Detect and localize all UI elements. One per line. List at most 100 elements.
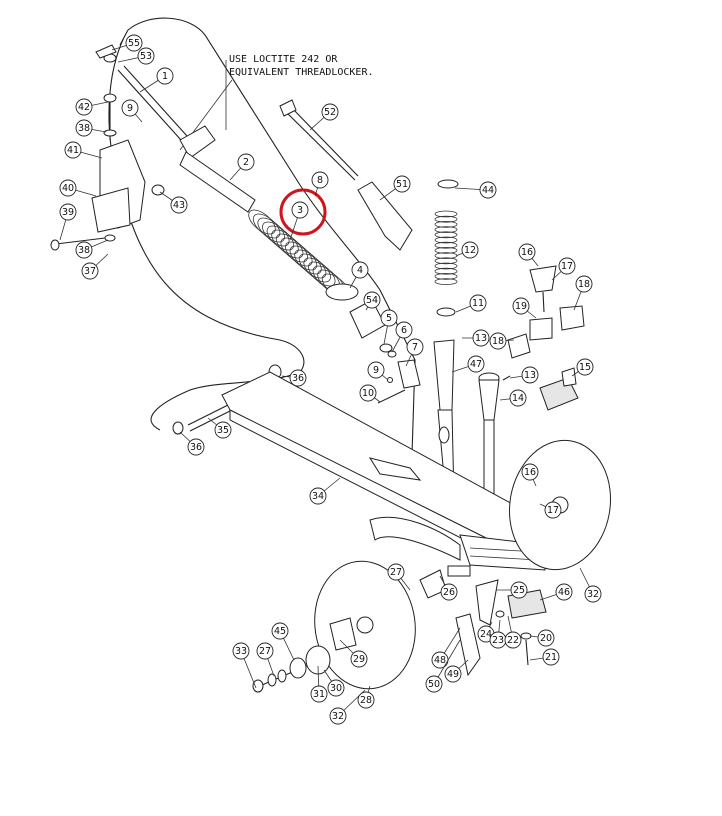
callout-44: 44	[454, 181, 497, 199]
callout-label: 13	[524, 370, 536, 381]
callout-28: 28	[357, 685, 375, 709]
callout-label: 5	[386, 313, 392, 324]
callout-label: 36	[190, 442, 202, 453]
callout-14: 14	[499, 389, 527, 407]
callout-balloon	[584, 585, 602, 603]
callout-balloon	[64, 141, 82, 159]
callout-53: 53	[117, 47, 155, 65]
callout-balloon	[479, 181, 497, 199]
callout-18b: 18	[489, 332, 515, 350]
callout-label: 17	[561, 261, 573, 272]
callout-10: 10	[359, 384, 381, 403]
callout-balloon	[521, 366, 539, 384]
callout-label: 43	[173, 200, 185, 211]
callout-leader	[433, 639, 461, 685]
callout-label: 49	[447, 669, 459, 680]
callout-balloon	[310, 685, 328, 703]
callout-3: 3	[289, 201, 309, 241]
callout-4: 4	[349, 261, 369, 289]
callout-label: 47	[470, 359, 482, 370]
callout-balloon	[214, 421, 232, 439]
callout-label: 9	[127, 103, 133, 114]
callout-label: 52	[324, 107, 336, 118]
callout-label: 16	[524, 467, 536, 478]
callout-37: 37	[81, 253, 109, 280]
callout-balloon	[311, 171, 329, 189]
callout-12: 12	[455, 241, 479, 259]
callout-16b: 16	[521, 463, 539, 487]
callout-48: 48	[431, 627, 461, 669]
callout-balloon	[387, 563, 405, 581]
callout-balloon	[289, 369, 307, 387]
callout-label: 17	[547, 505, 559, 516]
callout-balloon	[156, 67, 174, 85]
callout-label: 45	[274, 626, 286, 637]
callout-32b: 32	[329, 689, 366, 725]
callout-label: 50	[428, 679, 440, 690]
callout-label: 27	[259, 646, 271, 657]
callout-balloon	[518, 243, 536, 261]
callout-balloon	[256, 642, 274, 660]
callout-balloon	[444, 665, 462, 683]
callout-label: 53	[140, 51, 152, 62]
main-rod	[95, 44, 256, 213]
callout-label: 51	[396, 179, 408, 190]
callout-label: 6	[401, 325, 407, 336]
callout-balloon	[576, 358, 594, 376]
callout-label: 18	[578, 279, 590, 290]
callout-balloon	[271, 622, 289, 640]
callout-balloon	[367, 361, 385, 379]
callout-label: 38	[78, 245, 90, 256]
callout-label: 42	[78, 102, 90, 113]
callout-balloon	[363, 291, 381, 309]
callout-1: 1	[139, 67, 174, 93]
callout-balloon	[489, 332, 507, 350]
callout-30: 30	[323, 669, 345, 697]
callout-label: 20	[540, 633, 552, 644]
callout-45: 45	[271, 622, 295, 661]
callout-6: 6	[391, 321, 413, 353]
callout-balloon	[542, 648, 560, 666]
callout-17b: 17	[539, 501, 562, 519]
callout-25: 25	[496, 581, 528, 599]
callout-balloon	[406, 338, 424, 356]
hub-stack	[252, 645, 331, 693]
callout-50: 50	[425, 639, 461, 693]
callout-balloon	[350, 650, 368, 668]
callout-balloon	[544, 501, 562, 519]
callout-label: 26	[443, 587, 455, 598]
scraper-parts	[419, 565, 547, 677]
callout-label: 16	[521, 247, 533, 258]
callout-label: 13	[475, 333, 487, 344]
callout-46: 46	[539, 583, 573, 601]
callout-balloon	[555, 583, 573, 601]
callout-balloon	[75, 98, 93, 116]
callout-label: 29	[353, 654, 365, 665]
callout-balloon	[327, 679, 345, 697]
callout-label: 10	[362, 388, 374, 399]
callout-label: 18	[492, 336, 504, 347]
callout-label: 8	[317, 175, 323, 186]
callout-36b: 36	[179, 431, 205, 456]
callout-balloon	[558, 257, 576, 275]
callout-label: 37	[84, 266, 96, 277]
callout-label: 35	[217, 425, 229, 436]
callout-label: 39	[62, 207, 74, 218]
callout-8: 8	[311, 171, 329, 197]
callout-22: 22	[504, 615, 522, 649]
callout-label: 3	[297, 205, 303, 216]
callout-21: 21	[529, 648, 560, 666]
callout-47: 47	[451, 355, 485, 373]
callout-balloon	[121, 99, 139, 117]
callout-20: 20	[529, 629, 555, 647]
callout-38b: 38	[75, 239, 109, 259]
callout-49: 49	[444, 659, 469, 683]
callout-38a: 38	[75, 119, 107, 137]
callout-54: 54	[363, 291, 381, 311]
callout-balloon	[321, 103, 339, 121]
callout-balloon	[461, 241, 479, 259]
callout-balloon	[512, 297, 530, 315]
callout-balloon	[59, 179, 77, 197]
bellows-tube	[434, 210, 458, 286]
callout-label: 7	[412, 342, 418, 353]
